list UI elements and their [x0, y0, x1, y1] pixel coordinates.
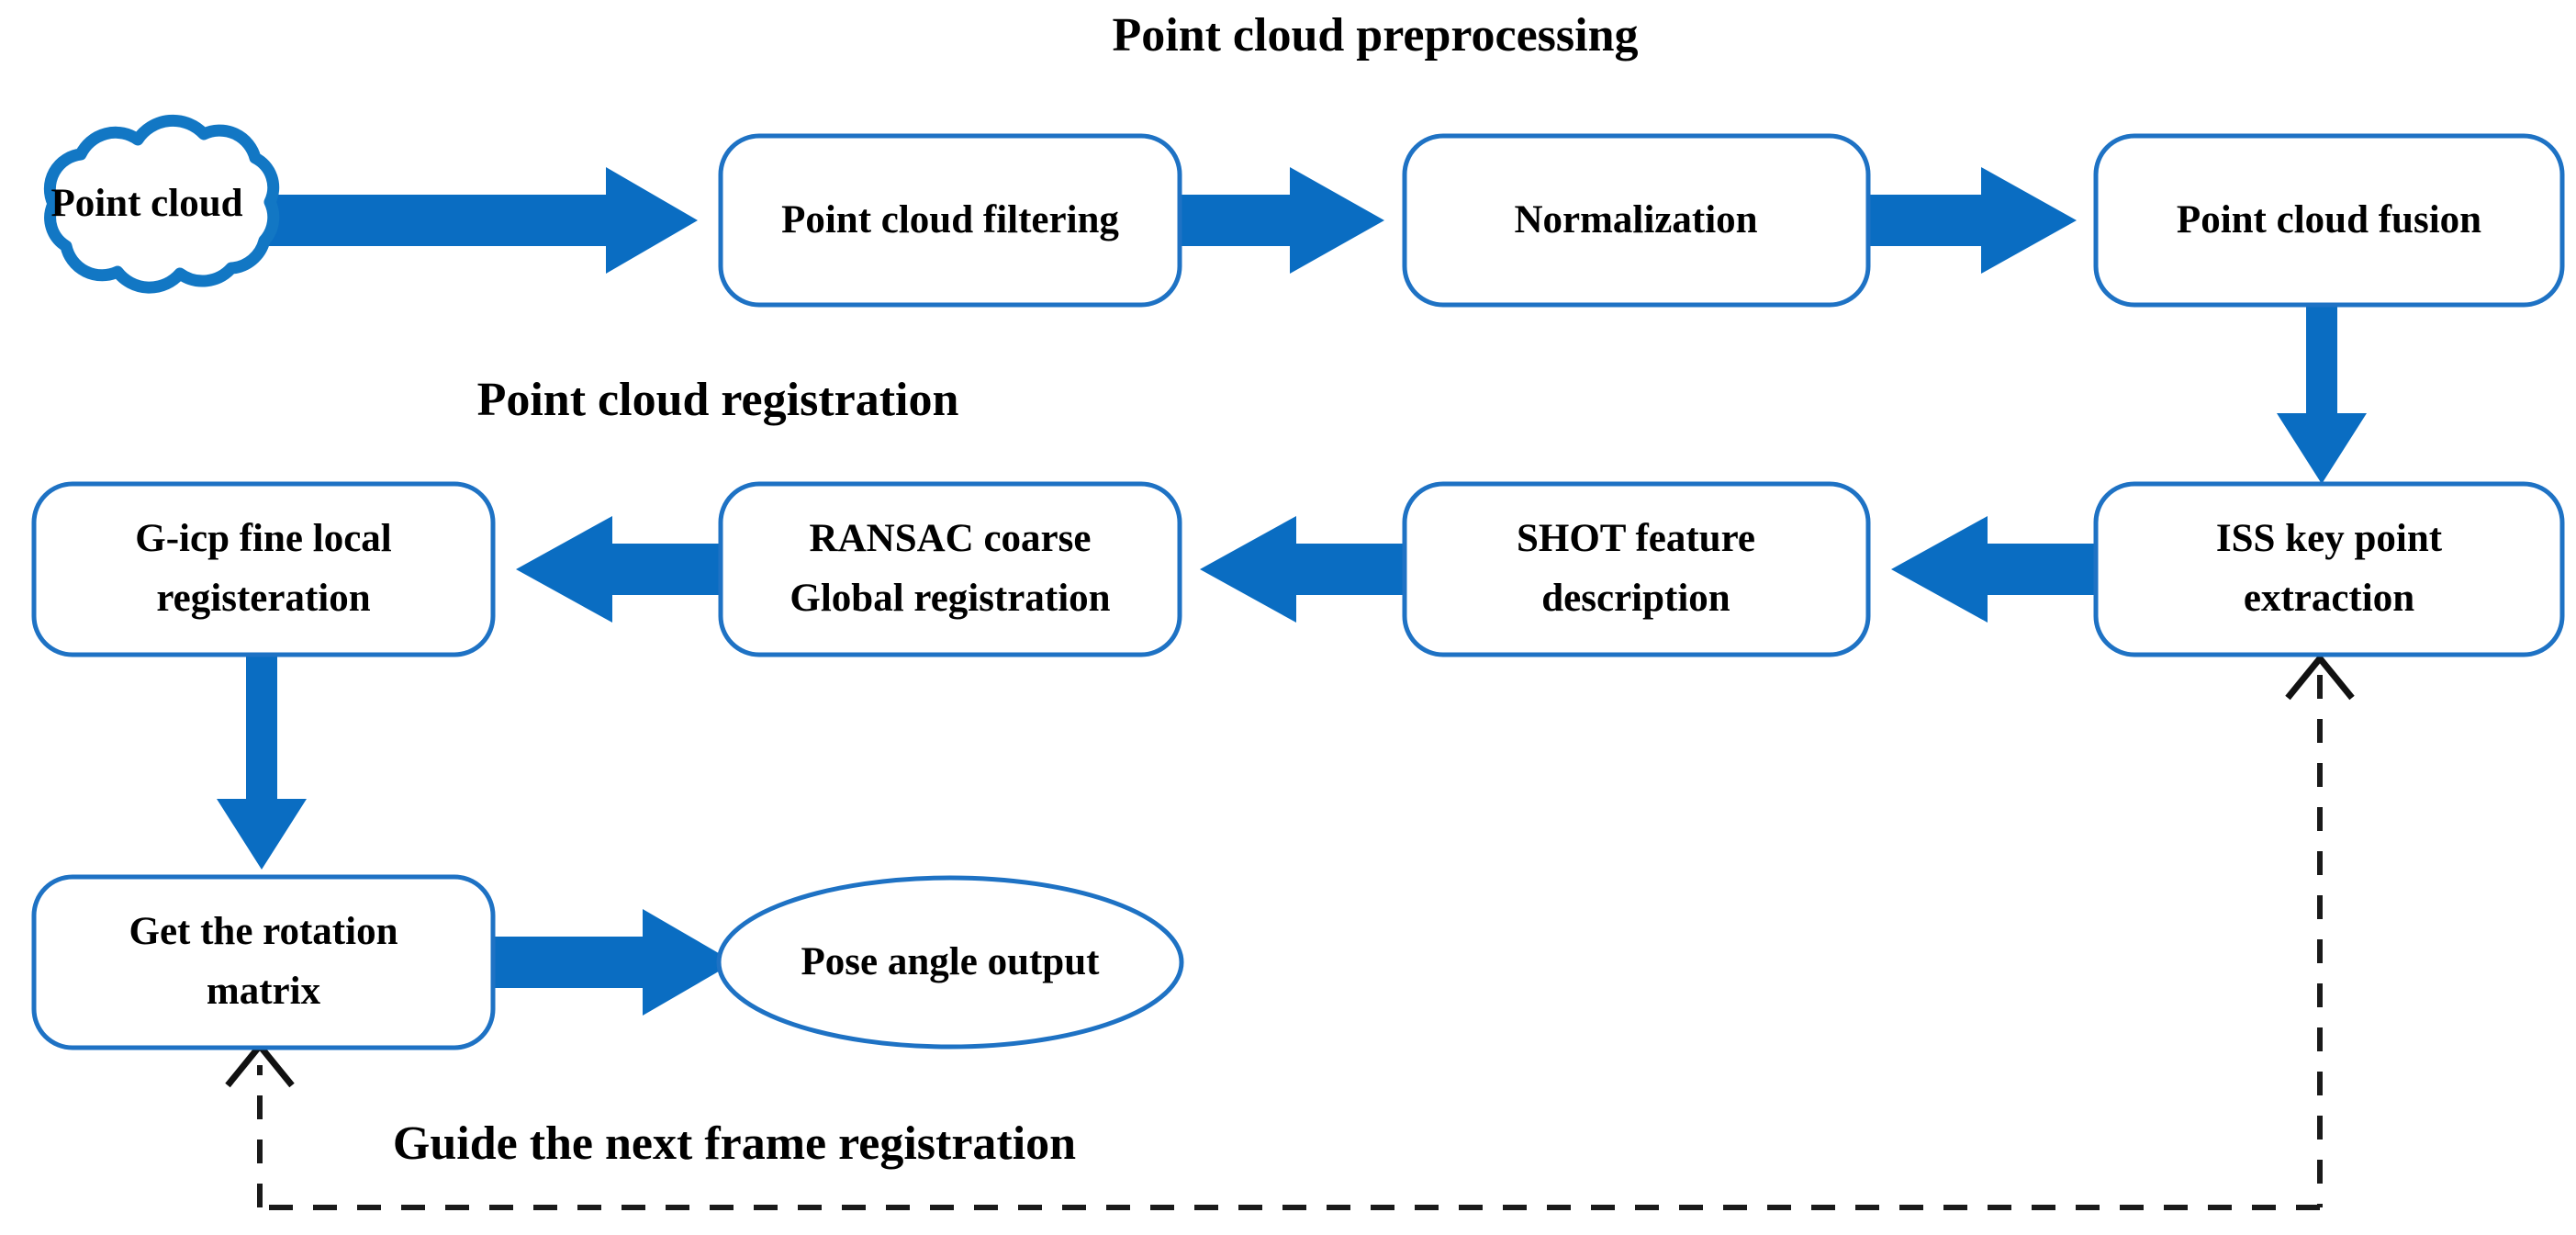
footer-note-guide-next-frame: Guide the next frame registration [393, 1117, 1076, 1170]
node-label-ransac-line1: RANSAC coarse [810, 517, 1092, 560]
node-label-shot-feature-description-line2: description [1541, 577, 1730, 620]
node-normalization[interactable]: Normalization [1402, 133, 1871, 308]
node-label-iss-key-point-extraction-line2: extraction [2244, 577, 2414, 620]
arrow-rotation-matrix-to-pose-output [493, 909, 734, 1016]
node-label-pose-angle-output: Pose angle output [801, 940, 1101, 983]
node-g-icp-fine-local-registeration[interactable]: G-icp fine local registeration [31, 481, 496, 657]
node-label-iss-key-point-extraction-line1: ISS key point [2216, 517, 2443, 560]
node-label-point-cloud: Point cloud [50, 182, 242, 225]
node-label-point-cloud-filtering: Point cloud filtering [781, 198, 1119, 241]
node-pose-angle-output[interactable]: Pose angle output [716, 875, 1184, 1050]
arrow-ransac-to-gicp [516, 516, 721, 623]
node-shot-feature-description[interactable]: SHOT feature description [1402, 481, 1871, 657]
section-title-preprocessing: Point cloud preprocessing [1112, 9, 1638, 62]
node-iss-key-point-extraction[interactable]: ISS key point extraction [2093, 481, 2565, 657]
arrow-gicp-to-rotation-matrix [217, 655, 307, 870]
arrow-shot-to-ransac [1200, 516, 1405, 623]
node-label-normalization: Normalization [1514, 198, 1757, 241]
node-label-point-cloud-fusion: Point cloud fusion [2177, 198, 2481, 241]
arrow-cloud-to-filtering [268, 167, 698, 274]
arrow-fusion-to-iss [2277, 305, 2367, 484]
arrow-filtering-to-normalization [1180, 167, 1384, 274]
node-label-rotation-matrix-line1: Get the rotation [129, 910, 398, 953]
node-label-ransac-line2: Global registration [790, 577, 1110, 620]
node-ransac-coarse-global-registration[interactable]: RANSAC coarse Global registration [718, 481, 1182, 657]
node-label-rotation-matrix-line2: matrix [207, 970, 321, 1013]
node-get-the-rotation-matrix[interactable]: Get the rotation matrix [31, 874, 496, 1050]
arrow-normalization-to-fusion [1868, 167, 2077, 274]
node-point-cloud[interactable]: Point cloud [43, 114, 280, 294]
node-label-shot-feature-description-line1: SHOT feature [1517, 517, 1755, 560]
node-point-cloud-fusion[interactable]: Point cloud fusion [2093, 133, 2565, 308]
section-title-registration: Point cloud registration [477, 374, 959, 426]
node-label-gicp-line1: G-icp fine local [135, 517, 392, 560]
node-point-cloud-filtering[interactable]: Point cloud filtering [718, 133, 1182, 308]
arrow-iss-to-shot [1891, 516, 2096, 623]
dashed-arrowhead-iss-icon [2285, 653, 2355, 701]
node-label-gicp-line2: registeration [156, 577, 370, 620]
